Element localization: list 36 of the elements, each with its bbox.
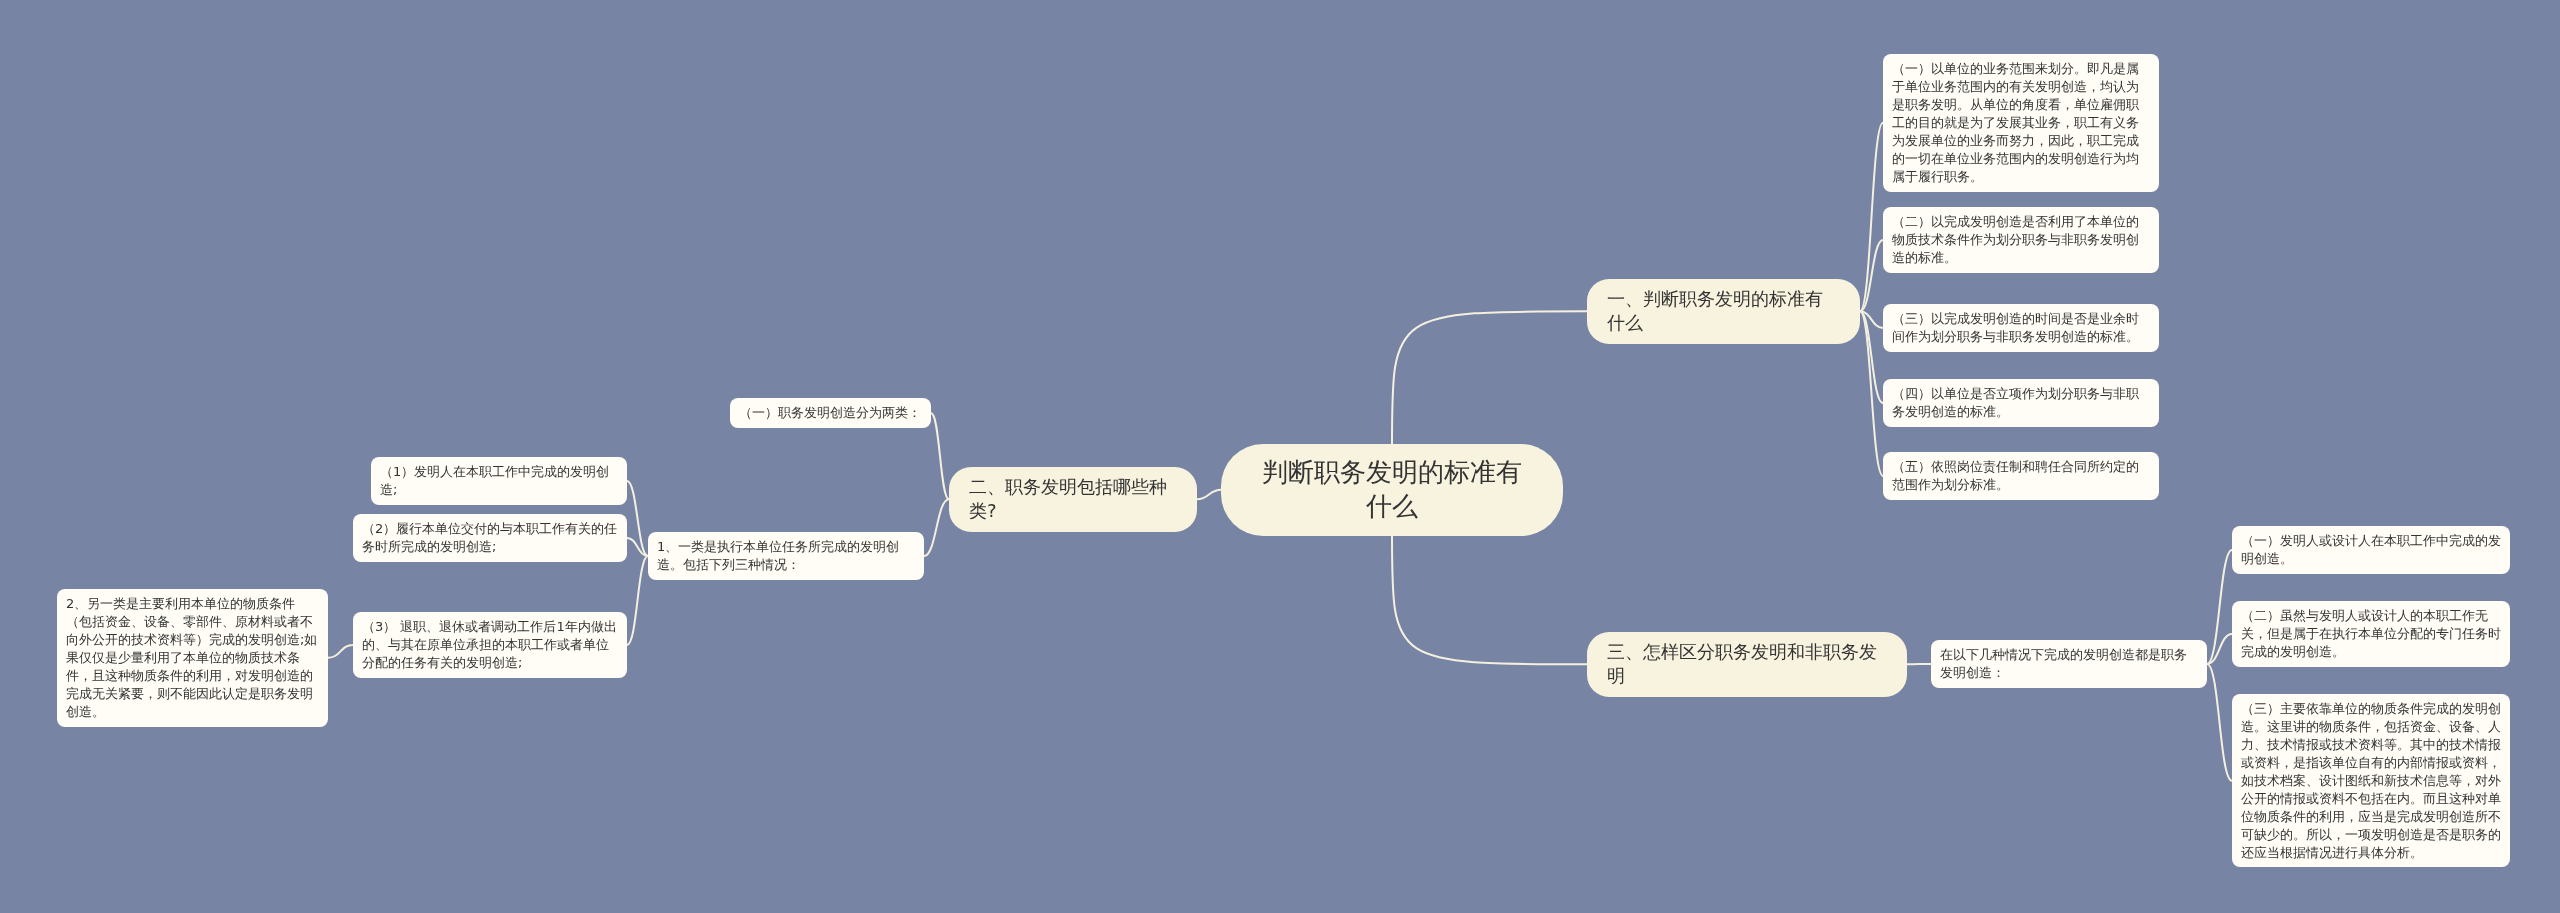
note-card: （一）职务发明创造分为两类： (730, 398, 931, 428)
connector-line (1859, 121, 1884, 313)
note-card: （二）虽然与发明人或设计人的本职工作无关，但是属于在执行本单位分配的专门任务时完成的发明创造。 (2232, 601, 2510, 667)
connector-line (1906, 662, 1932, 666)
note-card: （五）依照岗位责任制和聘任合同所约定的范围作为划分标准。 (1883, 452, 2159, 500)
note-card: 在以下几种情况下完成的发明创造都是职务发明创造： (1931, 640, 2207, 688)
note-card: （2）履行本单位交付的与本职工作有关的任务时所完成的发明创造; (353, 514, 627, 562)
note-card: （三）主要依靠单位的物质条件完成的发明创造。这里讲的物质条件，包括资金、设备、人力、技术情报或技术资料等。其中的技术情报或资料，是指该单位自有的内部情报或资料，如技术档案、设计图纸和新技术信息等，对外公开的情报或资料不包括在内。而且这种对单位物质条件的利用，应当是完成发明创造所不可缺少的。所以，一项发明创造是否是职务的还应当根据情况进行具体分析。 (2232, 694, 2510, 868)
note-card: （1）发明人在本职工作中完成的发明创造; (371, 457, 627, 505)
branch-bubble: 二、职务发明包括哪些种类? (949, 467, 1197, 532)
connector-line (1391, 310, 1588, 445)
branch-bubble: 三、怎样区分职务发明和非职务发明 (1587, 632, 1907, 697)
connector-line (626, 536, 649, 557)
connector-line (1859, 238, 1884, 313)
note-card: 2、另一类是主要利用本单位的物质条件（包括资金、设备、零部件、原材料或者不向外公开的技术资料等）完成的发明创造;如果仅仅是少量利用了本单位的物质技术条件，且这种物质条件的利用，对发明创造的完成无关紧要，则不能因此认定是职务发明创造。 (57, 589, 328, 727)
connector-line (626, 479, 649, 557)
note-card: （一）发明人或设计人在本职工作中完成的发明创造。 (2232, 526, 2510, 574)
note-card: （3） 退职、退休或者调动工作后1年内做出的、与其在原单位承担的本职工作或者单位分配的任务有关的发明创造; (353, 612, 627, 678)
connector-line (626, 554, 649, 646)
note-card: （一）以单位的业务范围来划分。即凡是属于单位业务范围内的有关发明创造，均认为是职务发明。从单位的角度看，单位雇佣职工的目的就是为了发展其业务，职工有义务为发展单位的业务而努力，因此，职工完成的一切在单位业务范围内的发明创造行为均属于履行职务。 (1883, 54, 2159, 192)
note-card: （四）以单位是否立项作为划分职务与非职务发明创造的标准。 (1883, 379, 2159, 427)
note-card: （二）以完成发明创造是否利用了本单位的物质技术条件作为划分职务与非职务发明创造的标准。 (1883, 207, 2159, 273)
connector-line (1859, 310, 1884, 477)
connector-line (2206, 662, 2233, 782)
connector-line (2206, 632, 2233, 665)
connector-line (923, 498, 950, 557)
connector-line (930, 411, 950, 501)
connector-line (1859, 310, 1884, 329)
note-card: （三）以完成发明创造的时间是否是业余时间作为划分职务与非职务发明创造的标准。 (1883, 304, 2159, 352)
note-card: 1、一类是执行本单位任务所完成的发明创造。包括下列三种情况： (648, 532, 924, 580)
connector-line (327, 643, 354, 659)
connector-line (1196, 488, 1222, 501)
connector-line (2206, 548, 2233, 665)
branch-bubble: 一、判断职务发明的标准有什么 (1587, 279, 1860, 344)
topic-bubble: 判断职务发明的标准有什么 (1221, 444, 1563, 536)
connector-line (1391, 534, 1588, 666)
